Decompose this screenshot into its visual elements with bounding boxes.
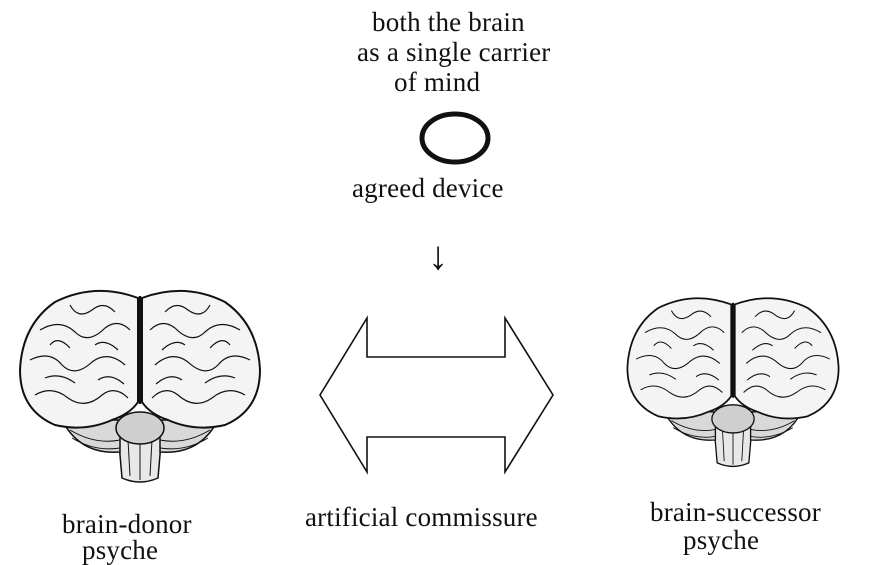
double-arrow-icon [319, 315, 554, 475]
top-caption-line-2: as a single carrier [357, 37, 551, 67]
brain-donor-icon [18, 289, 262, 483]
brain-donor-label-line-2: psyche [82, 535, 159, 565]
top-caption-line-3: of mind [394, 67, 481, 97]
brain-successor-label-line-2: psyche [683, 525, 760, 555]
brain-donor-label-line-1: brain-donor [62, 509, 192, 539]
device-circle-icon [419, 111, 491, 165]
device-label: agreed device [352, 173, 504, 203]
brain-successor-label-line-1: brain-successor [650, 497, 821, 527]
commissure-label: artificial commissure [305, 502, 538, 532]
top-caption-line-1: both the brain [372, 7, 525, 37]
down-arrow-icon: ↓ [428, 233, 449, 278]
brain-successor-icon [626, 297, 840, 468]
